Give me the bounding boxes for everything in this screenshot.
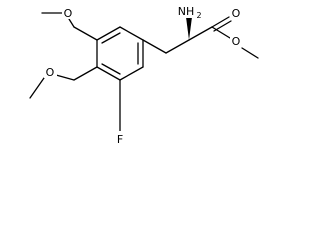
methyl-ester-group: O O xyxy=(188,6,259,59)
ring-double-bond-1 xyxy=(101,32,121,44)
carbonyl-oxygen-label: O xyxy=(232,7,241,20)
bond-methoxy-left-to-methyl xyxy=(29,77,45,99)
methoxy-group-top: O xyxy=(41,5,98,41)
ring-bond-4 xyxy=(119,66,144,81)
bond-ring-to-ch2 xyxy=(142,39,167,54)
stereo-wedge-bond xyxy=(186,17,192,40)
bond-methoxy-left-o xyxy=(55,74,75,81)
bond-ring-to-methoxy-top xyxy=(73,26,98,41)
ring-bond-1 xyxy=(96,26,121,41)
amine-subscript-label: 2 xyxy=(196,11,201,20)
bond-ring-to-methoxy-left xyxy=(73,66,98,81)
ester-oxygen-label: O xyxy=(232,35,241,48)
benzene-ring xyxy=(96,26,144,81)
ring-double-bond-3 xyxy=(101,63,121,75)
bond-ch2-to-alpha-carbon xyxy=(165,39,190,54)
ring-bond-5 xyxy=(96,66,121,81)
bond-methoxy-top-o xyxy=(68,18,75,28)
fluorine-label: F xyxy=(117,133,123,146)
bond-alpha-carbon-to-carbonyl xyxy=(188,26,213,41)
methoxy-top-oxygen-label: O xyxy=(64,7,73,20)
carbonyl-double-bond-a xyxy=(211,16,230,28)
amine-label: NH xyxy=(178,5,195,18)
methoxy-group-left: O xyxy=(29,64,98,99)
molecule-canvas: O O F NH 2 O O xyxy=(29,4,259,146)
amino-acid-side-chain: NH 2 xyxy=(142,4,204,54)
bond-ester-oxygen-to-methyl xyxy=(241,47,259,59)
bond-carbonyl-to-ester-oxygen xyxy=(211,26,231,39)
ring-bond-2 xyxy=(119,26,144,41)
methoxy-left-oxygen-label: O xyxy=(46,66,55,79)
fluoro-substituent: F xyxy=(114,79,126,146)
structure-drawing: O O F NH 2 O O xyxy=(29,4,259,146)
